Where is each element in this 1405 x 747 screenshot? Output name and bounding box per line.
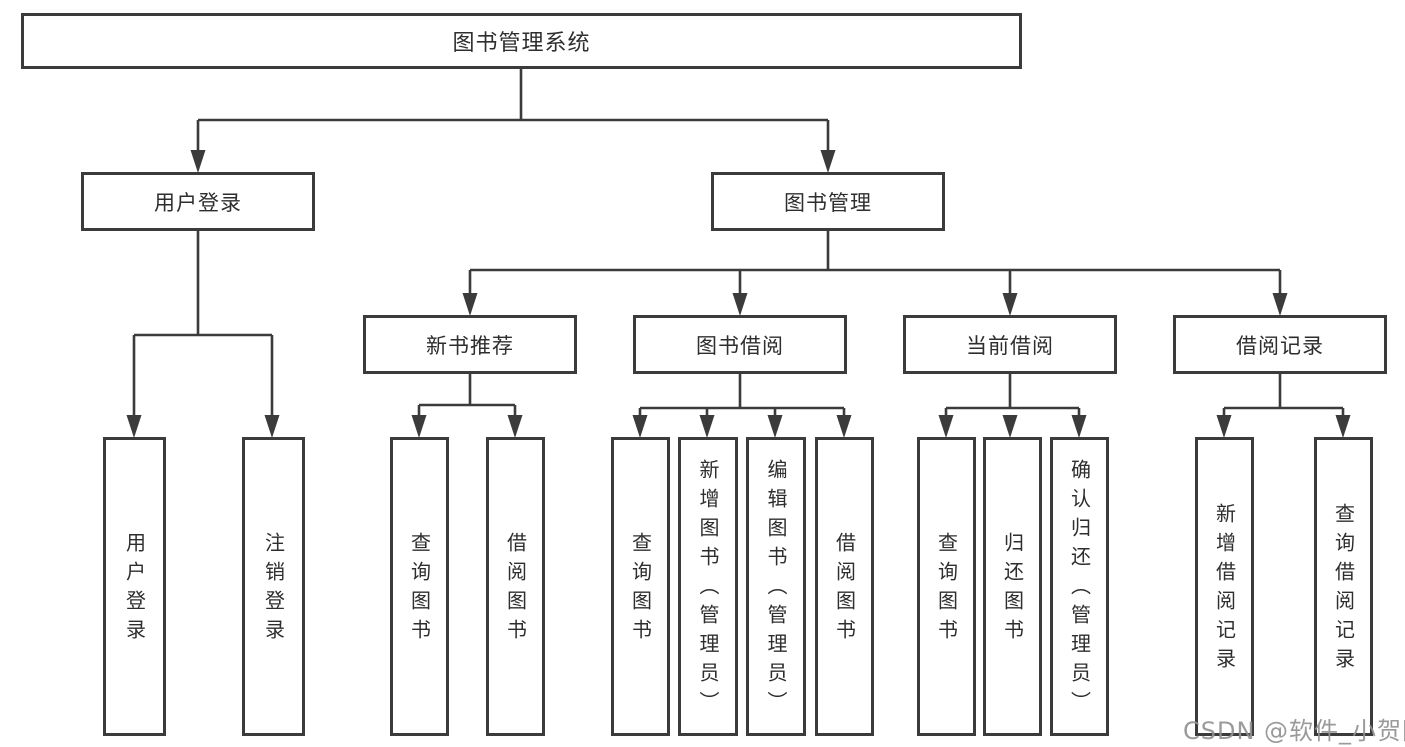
leaf-confirm-return-admin: 确认归还（管理员） bbox=[1050, 437, 1109, 736]
arrowheads bbox=[126, 150, 1351, 438]
node-book-management: 图书管理 bbox=[711, 172, 945, 231]
leaf-query-borrow-record: 查询借阅记录 bbox=[1314, 437, 1373, 736]
leaf-edit-books-admin: 编辑图书（管理员） bbox=[746, 437, 806, 736]
leaf-user-login: 用户登录 bbox=[103, 437, 166, 736]
leaf-logout: 注销登录 bbox=[242, 437, 305, 736]
node-borrowing-records: 借阅记录 bbox=[1173, 315, 1387, 374]
leaf-borrow-books-borrowing: 借阅图书 bbox=[815, 437, 874, 736]
node-current-borrowing: 当前借阅 bbox=[903, 315, 1117, 374]
leaf-add-borrow-record: 新增借阅记录 bbox=[1195, 437, 1254, 736]
csdn-watermark: CSDN @软件_小贺同学 bbox=[1183, 717, 1405, 745]
leaf-query-books-current: 查询图书 bbox=[917, 437, 976, 736]
node-new-book-recommend: 新书推荐 bbox=[363, 315, 577, 374]
node-book-borrowing: 图书借阅 bbox=[633, 315, 847, 374]
node-root-library-system: 图书管理系统 bbox=[21, 13, 1022, 69]
leaf-query-books-recommend: 查询图书 bbox=[390, 437, 449, 736]
leaf-add-books-admin: 新增图书（管理员） bbox=[678, 437, 738, 736]
leaf-query-books-borrowing: 查询图书 bbox=[611, 437, 670, 736]
node-user-login: 用户登录 bbox=[81, 172, 315, 231]
leaf-return-books: 归还图书 bbox=[983, 437, 1042, 736]
leaf-borrow-books-recommend: 借阅图书 bbox=[486, 437, 545, 736]
